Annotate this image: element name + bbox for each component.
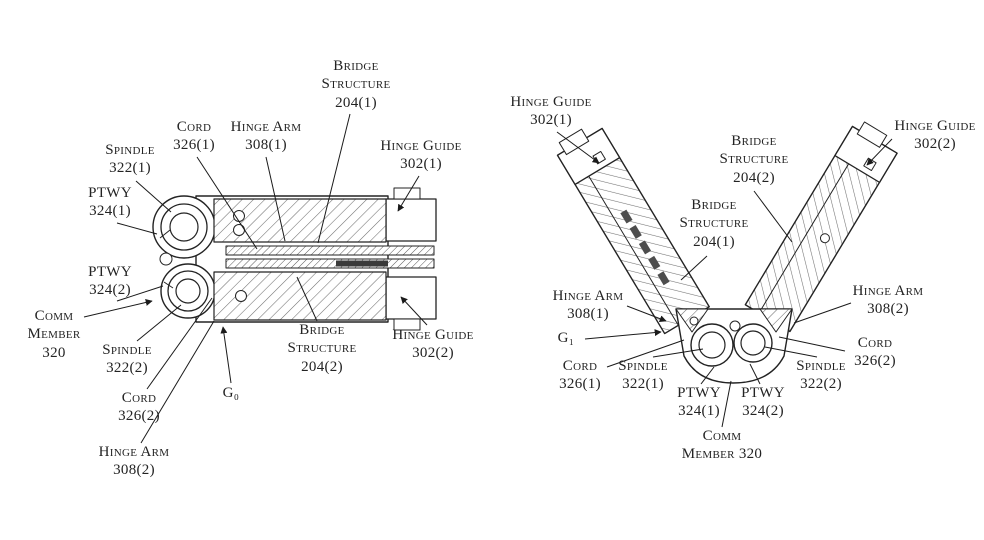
label-bridge-structure-204-1-open: Bridge Structure 204(1) xyxy=(679,197,749,250)
leader-spindle-322-1-l xyxy=(135,180,172,213)
leader-hinge-arm-308-1-l xyxy=(265,156,286,242)
label-hinge-guide-302-1: Hinge Guide 302(1) xyxy=(380,138,462,173)
left-hinge-drawing xyxy=(152,187,437,331)
label-hinge-guide-302-2-open: Hinge Guide 302(2) xyxy=(894,118,976,153)
hinge-guide-2-block xyxy=(385,276,437,320)
leader-cord-326-2-r xyxy=(778,336,846,352)
spindle-2-inner xyxy=(175,278,201,304)
leader-comm-member-320-l xyxy=(83,299,153,318)
label-cord-326-2-open: Cord 326(2) xyxy=(854,335,896,370)
slab-hole xyxy=(235,290,247,302)
leader-ptwy-324-2-l xyxy=(116,285,164,302)
leader-ptwy-324-1-r xyxy=(700,366,715,385)
label-hinge-arm-308-2: Hinge Arm 308(2) xyxy=(98,444,170,479)
leader-g0 xyxy=(220,326,232,384)
leader-lines xyxy=(83,113,893,444)
label-ptwy-324-2: PTWY 324(2) xyxy=(88,264,132,299)
label-g1: G₁ xyxy=(557,330,575,346)
open-small-hole xyxy=(729,320,741,332)
leader-hinge-guide-302-2-l xyxy=(400,296,428,326)
spindle-1-inner xyxy=(169,212,199,242)
label-hinge-guide-302-2: Hinge Guide 302(2) xyxy=(392,327,474,362)
label-comm-member-320-open: Comm Member 320 xyxy=(681,428,763,463)
cord-1-bar xyxy=(225,245,435,256)
hinge-arm-2-lobe xyxy=(160,263,216,319)
label-ptwy-324-1: PTWY 324(1) xyxy=(88,185,132,220)
label-comm-member-320: Comm Member 320 xyxy=(27,308,81,361)
leader-hinge-arm-308-1-r xyxy=(626,305,667,323)
label-hinge-guide-302-1-open: Hinge Guide 302(1) xyxy=(510,94,592,129)
leader-comm-member-320-r xyxy=(721,380,732,428)
label-spindle-322-1-open: Spindle 322(1) xyxy=(618,358,668,393)
open-cord-1-dashes xyxy=(620,209,670,286)
label-hinge-arm-308-2-open: Hinge Arm 308(2) xyxy=(852,283,924,318)
open-small-hole xyxy=(689,316,699,326)
leader-ptwy-324-2-r xyxy=(749,363,761,385)
label-g0: G₀ xyxy=(222,385,240,401)
hinge-guide-2-tab xyxy=(393,318,421,331)
leader-spindle-322-1-r xyxy=(652,348,704,358)
comm-member-hole xyxy=(159,252,173,266)
cord-2-bar xyxy=(225,258,435,269)
label-cord-326-1-open: Cord 326(1) xyxy=(559,358,601,393)
label-bridge-structure-204-1: Bridge Structure 204(1) xyxy=(321,58,391,111)
cord-dark-segment xyxy=(336,260,388,267)
label-bridge-structure-204-2-open: Bridge Structure 204(2) xyxy=(719,133,789,186)
leader-ptwy-324-1-l xyxy=(116,222,158,235)
open-left-arm xyxy=(556,127,710,335)
leader-cord-326-1-l xyxy=(196,156,258,250)
leader-hinge-guide-302-1-l xyxy=(397,175,420,212)
label-hinge-arm-308-1-open: Hinge Arm 308(1) xyxy=(552,288,624,323)
ptwy-2-notch xyxy=(163,281,174,289)
label-spindle-322-2-open: Spindle 322(2) xyxy=(796,358,846,393)
label-spindle-322-2: Spindle 322(2) xyxy=(102,342,152,377)
leader-hinge-guide-302-1-r xyxy=(556,131,600,164)
slab-hole xyxy=(233,224,245,236)
leader-hinge-guide-302-2-r xyxy=(866,138,893,166)
right-hinge-drawing xyxy=(556,121,898,384)
leader-hinge-arm-308-2-r xyxy=(793,302,852,324)
label-bridge-structure-204-2: Bridge Structure 204(2) xyxy=(287,322,357,375)
leader-bridge-204-2-l xyxy=(296,276,318,322)
leader-bridge-204-1-l xyxy=(317,113,351,244)
leader-cord-326-2-l xyxy=(146,297,213,390)
base-hatch-right xyxy=(759,308,793,333)
hinge-guide-1-block xyxy=(385,198,437,242)
hinge-guide-1-tab xyxy=(393,187,421,200)
leader-bridge-204-2-r xyxy=(753,190,793,243)
leader-spindle-322-2-l xyxy=(136,304,182,342)
open-spindle-1-inner xyxy=(698,331,726,359)
leader-g1 xyxy=(584,329,662,340)
ptwy-1-notch xyxy=(159,229,171,239)
label-cord-326-2: Cord 326(2) xyxy=(118,390,160,425)
label-hinge-arm-308-1: Hinge Arm 308(1) xyxy=(230,119,302,154)
hinge-arm-1-lobe xyxy=(152,195,216,259)
label-ptwy-324-1-open: PTWY 324(1) xyxy=(677,385,721,420)
spindle-1-outer xyxy=(160,203,208,251)
label-ptwy-324-2-open: PTWY 324(2) xyxy=(741,385,785,420)
leader-bridge-204-1-r xyxy=(680,255,708,281)
spindle-2-outer xyxy=(167,270,209,312)
leader-hinge-arm-308-2-l xyxy=(140,320,215,444)
leader-cord-326-1-r xyxy=(606,339,685,368)
label-cord-326-1: Cord 326(1) xyxy=(173,119,215,154)
leader-spindle-322-2-r xyxy=(764,346,818,358)
open-spindle-2-inner xyxy=(740,330,766,356)
label-spindle-322-1: Spindle 322(1) xyxy=(105,142,155,177)
